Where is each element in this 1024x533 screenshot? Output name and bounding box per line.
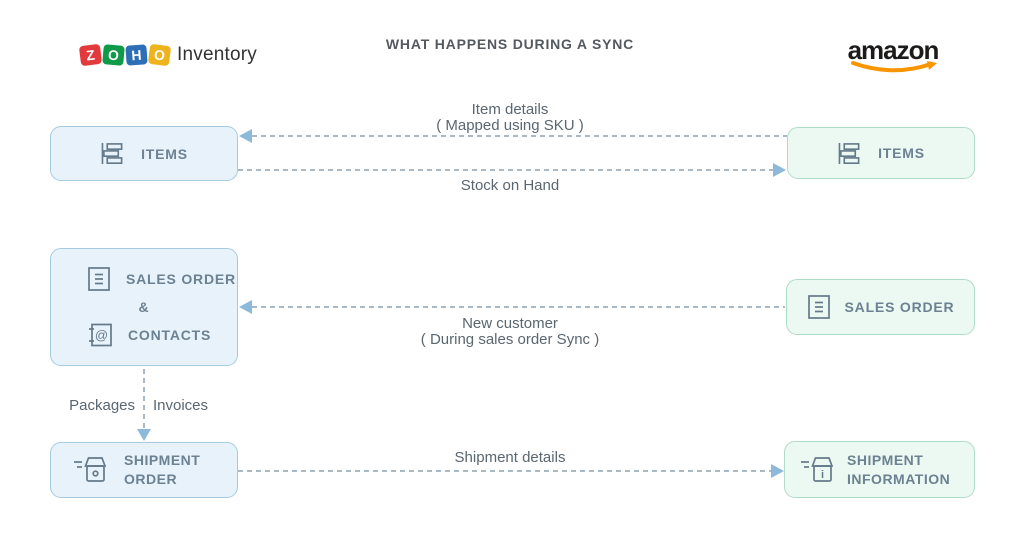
zoho-logo-tiles: Z O H O — [78, 43, 172, 67]
flow-item-details-label-line2: ( Mapped using SKU ) — [436, 117, 584, 134]
sales-order-document-icon — [807, 294, 831, 320]
shipment-info-box-icon: i — [800, 455, 836, 485]
zoho-tile-o1: O — [102, 44, 125, 66]
zoho-sales-order-label: SALES ORDER — [126, 271, 236, 287]
sales-order-document-icon — [87, 266, 111, 292]
arrow-stock-on-hand-line — [238, 169, 773, 171]
invoices-label: Invoices — [153, 397, 209, 414]
svg-text:i: i — [821, 469, 824, 481]
arrow-packages-invoices-head-down — [137, 429, 151, 441]
arrow-shipment-details-line — [238, 470, 771, 472]
amazon-sales-order-box: SALES ORDER — [786, 279, 975, 335]
flow-new-customer-label-line1: New customer — [462, 315, 558, 332]
amazon-sales-order-label: SALES ORDER — [844, 299, 955, 315]
flow-new-customer-label-line2: ( During sales order Sync ) — [420, 331, 600, 348]
zoho-shipment-order-box: SHIPMENT ORDER — [50, 442, 238, 498]
items-stack-icon — [100, 142, 126, 165]
amazon-items-label: ITEMS — [878, 145, 925, 161]
svg-text:@: @ — [95, 328, 108, 343]
amazon-logo: amazon — [843, 35, 943, 76]
zoho-sales-contacts-box: SALES ORDER & @ CONTACTS — [50, 248, 238, 366]
packages-label: Packages — [69, 397, 135, 414]
zoho-tile-o2: O — [147, 43, 172, 67]
amazon-items-box: ITEMS — [787, 127, 975, 179]
arrow-new-customer-head-left — [239, 300, 252, 314]
page-title: WHAT HAPPENS DURING A SYNC — [385, 36, 635, 52]
zoho-inventory-logo: Z O H O Inventory — [78, 43, 257, 67]
zoho-shipment-order-label: SHIPMENT ORDER — [124, 452, 201, 487]
flow-item-details-label-line1: Item details — [471, 101, 549, 118]
amazon-shipment-information-box: i SHIPMENT INFORMATION — [784, 441, 975, 498]
amazon-wordmark: amazon — [847, 35, 940, 65]
ampersand-label: & — [138, 299, 150, 315]
arrow-item-details-head-left — [239, 129, 252, 143]
flow-shipment-details-label: Shipment details — [454, 449, 566, 466]
zoho-tile-h: H — [125, 44, 148, 66]
zoho-product-name: Inventory — [177, 44, 257, 65]
arrow-stock-on-hand-head-right — [773, 163, 786, 177]
amazon-smile-icon — [851, 61, 937, 73]
flow-stock-on-hand-label: Stock on Hand — [460, 177, 560, 194]
arrow-item-details-line — [252, 135, 787, 137]
contacts-address-book-icon: @ — [87, 322, 113, 348]
zoho-items-box: ITEMS — [50, 126, 238, 181]
items-stack-icon — [837, 142, 863, 165]
shipment-box-icon — [73, 455, 109, 485]
zoho-items-label: ITEMS — [141, 145, 188, 162]
arrow-packages-invoices-line — [143, 369, 145, 429]
arrow-shipment-details-head-right — [771, 464, 784, 478]
arrow-new-customer-line — [252, 306, 785, 308]
zoho-contacts-label: CONTACTS — [128, 327, 212, 343]
zoho-tile-z: Z — [78, 43, 103, 67]
amazon-shipment-information-label: SHIPMENT INFORMATION — [847, 451, 951, 487]
